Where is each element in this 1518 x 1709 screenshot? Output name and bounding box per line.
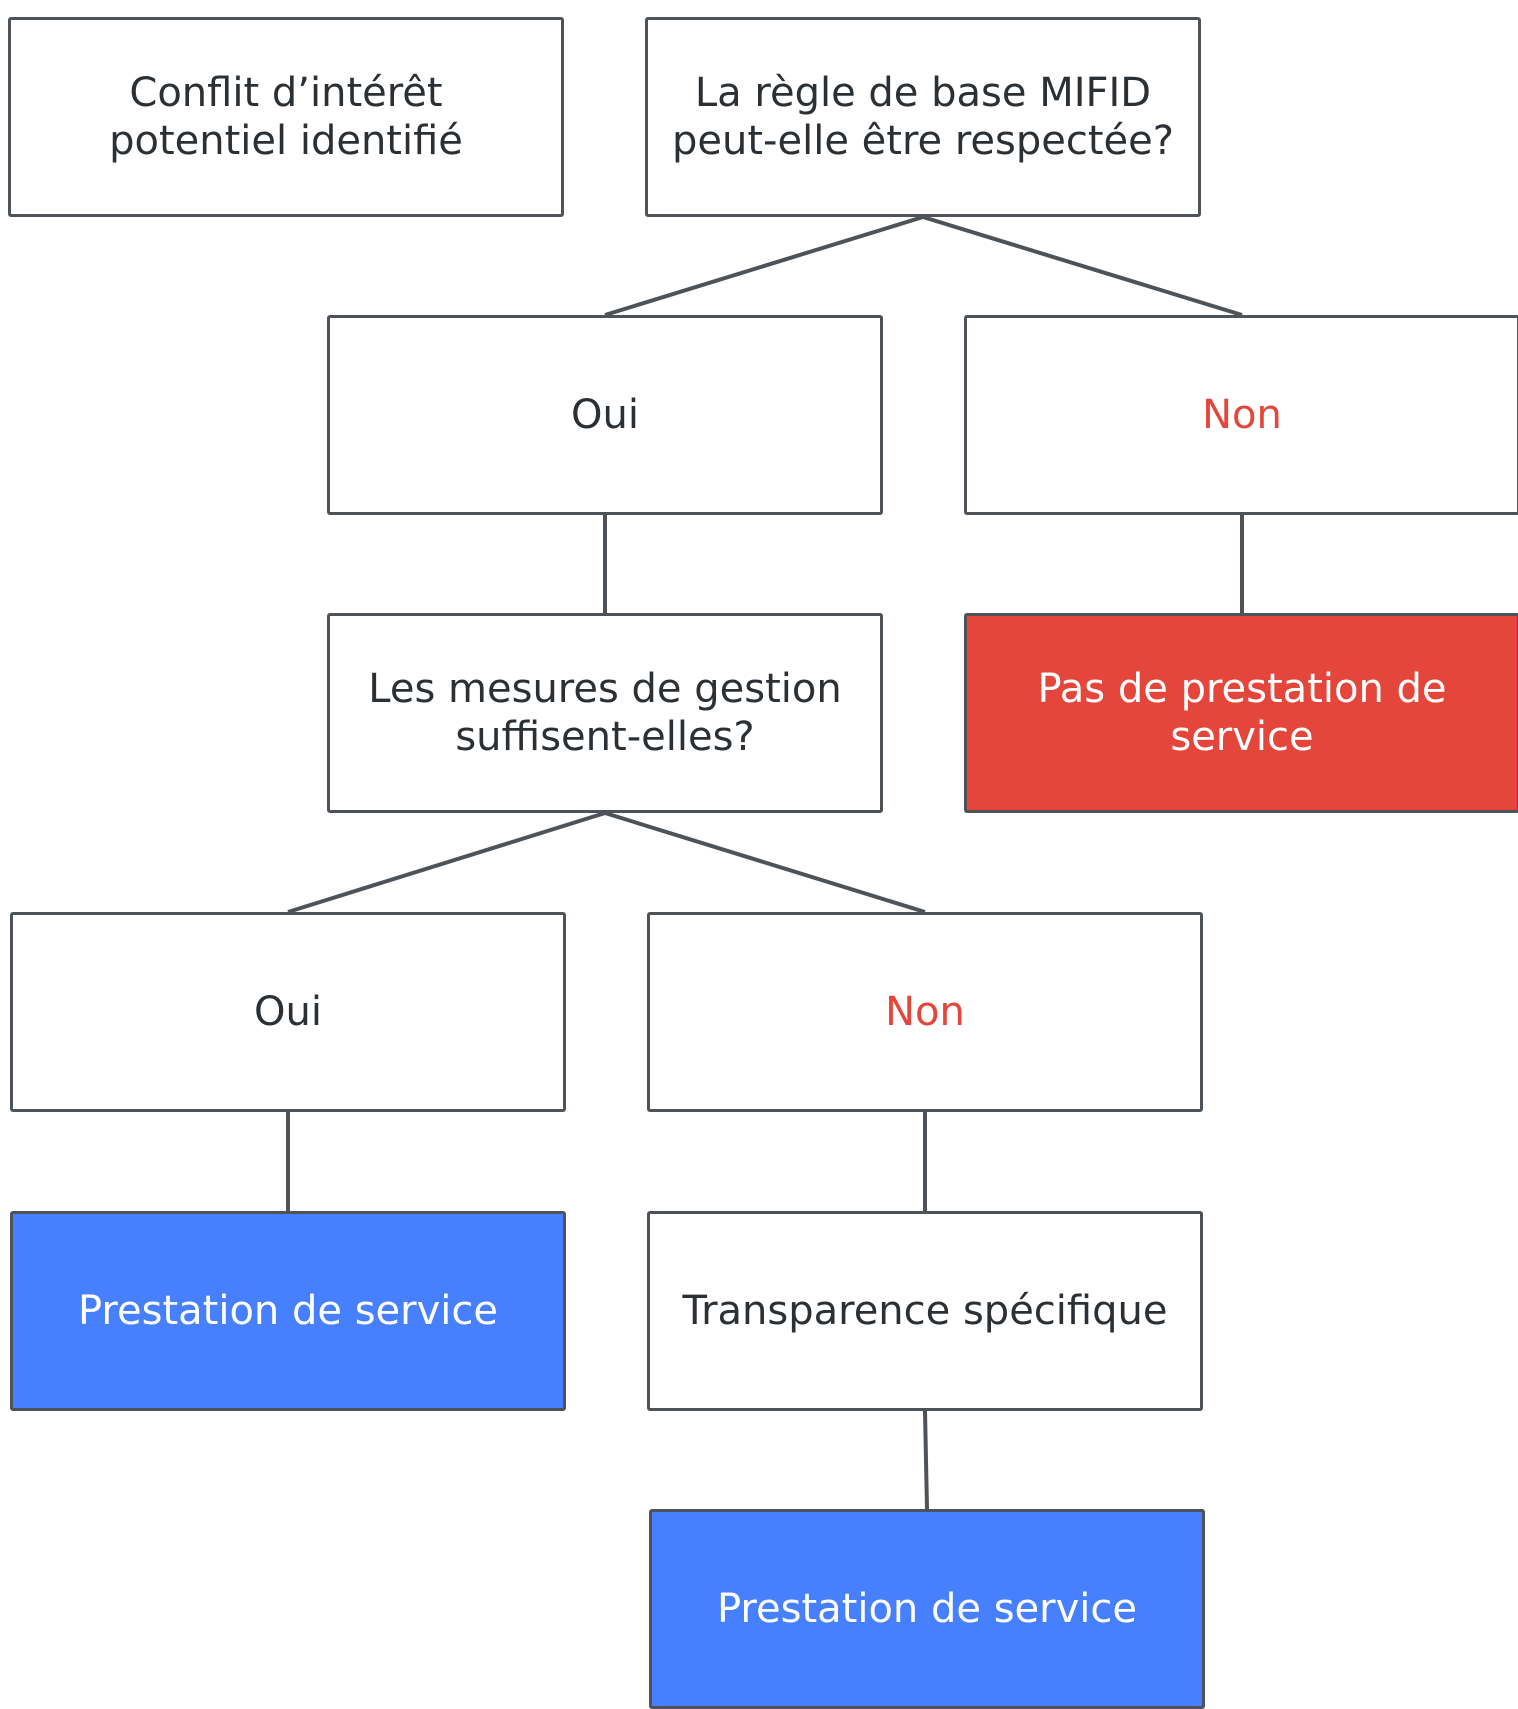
node-measures-yes: Oui [10, 912, 566, 1112]
node-measures-no-label: Non [885, 989, 965, 1035]
node-specific-transparency-label: Transparence spécifique [682, 1288, 1168, 1334]
node-conflict: Conflit d’intérêt potentiel identifié [8, 17, 564, 217]
node-rule-yes: Oui [327, 315, 883, 515]
connector-basic_rule_question-to-rule_no [922, 215, 1243, 317]
node-rule-no: Non [964, 315, 1518, 515]
node-service-b: Prestation de service [649, 1509, 1205, 1709]
node-rule-no-label: Non [1202, 392, 1282, 438]
connector-measures_question-to-measures_yes [287, 811, 606, 914]
connector-specific_transparency-to-service_b [923, 1410, 929, 1510]
node-basic-rule-question-label: La règle de base MIFID peut-elle être re… [672, 70, 1174, 164]
node-no-service-label: Pas de prestation de service [1037, 666, 1447, 760]
node-measures-question-label: Les mesures de gestion suffisent-elles? [368, 666, 842, 760]
node-service-a: Prestation de service [10, 1211, 566, 1411]
node-no-service: Pas de prestation de service [964, 613, 1518, 813]
node-measures-question: Les mesures de gestion suffisent-elles? [327, 613, 883, 813]
node-service-b-label: Prestation de service [717, 1586, 1137, 1632]
node-basic-rule-question: La règle de base MIFID peut-elle être re… [645, 17, 1201, 217]
node-measures-no: Non [647, 912, 1203, 1112]
node-service-a-label: Prestation de service [78, 1288, 498, 1334]
connector-measures_question-to-measures_no [604, 811, 926, 914]
connector-basic_rule_question-to-rule_yes [604, 215, 924, 317]
node-measures-yes-label: Oui [254, 989, 322, 1035]
node-specific-transparency: Transparence spécifique [647, 1211, 1203, 1411]
node-rule-yes-label: Oui [571, 392, 639, 438]
node-conflict-label: Conflit d’intérêt potentiel identifié [109, 70, 463, 164]
